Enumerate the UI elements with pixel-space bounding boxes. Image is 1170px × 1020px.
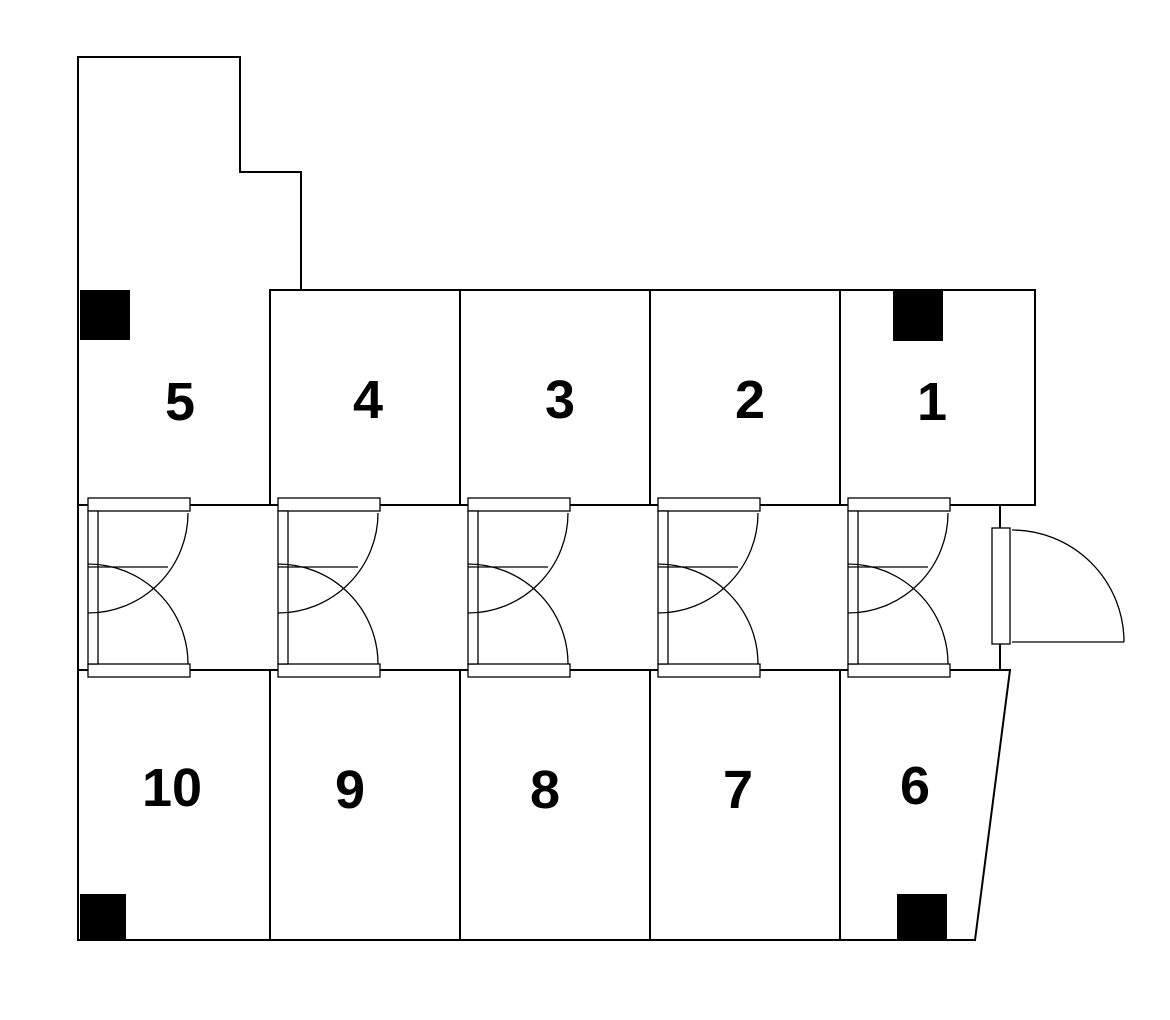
door-jamb xyxy=(467,510,479,665)
room-label-10: 10 xyxy=(142,758,202,818)
door-swing-arc-bottom xyxy=(277,563,379,665)
door-frame-bottom xyxy=(87,663,191,678)
doors-rooms-2-7 xyxy=(657,497,761,678)
door-frame-bottom xyxy=(467,663,571,678)
room-dividers-bottom-row xyxy=(269,669,841,941)
room-label-4: 4 xyxy=(353,370,383,430)
door-swing-arc-bottom xyxy=(87,563,189,665)
door-swing-arc-bottom xyxy=(467,563,569,665)
doors-rooms-3-8 xyxy=(467,497,571,678)
door-swing-arc-bottom xyxy=(657,563,759,665)
door-swing-arc-top xyxy=(277,512,379,614)
door-frame-top xyxy=(657,497,761,512)
door-swing-arc-top xyxy=(657,512,759,614)
corridor-walls xyxy=(77,504,1036,671)
entrance-swing-arc xyxy=(1011,529,1125,643)
room-label-3: 3 xyxy=(545,370,575,430)
door-frame-top xyxy=(87,497,191,512)
entrance-door xyxy=(991,527,1125,645)
entrance-door-panel xyxy=(991,527,1011,645)
column-room-6 xyxy=(897,894,947,940)
door-frame-bottom xyxy=(277,663,381,678)
door-frame-bottom xyxy=(657,663,761,678)
door-swing-arc-top xyxy=(467,512,569,614)
room-labels: 5 4 3 2 1 10 9 8 7 6 xyxy=(142,370,947,820)
door-frame-top xyxy=(277,497,381,512)
door-jamb xyxy=(87,510,99,665)
column-room-10 xyxy=(80,894,126,940)
door-swing-arc-top xyxy=(847,512,949,614)
door-frame-bottom xyxy=(847,663,951,678)
door-jamb xyxy=(847,510,859,665)
room-label-6: 6 xyxy=(900,756,930,816)
structural-columns xyxy=(80,290,947,940)
room-label-8: 8 xyxy=(530,760,560,820)
room-label-7: 7 xyxy=(723,760,753,820)
doors-rooms-1-6 xyxy=(847,497,951,678)
door-jamb xyxy=(657,510,669,665)
room-label-1: 1 xyxy=(917,372,947,432)
wall-extension-room-5 xyxy=(77,56,302,291)
door-frame-top xyxy=(467,497,571,512)
door-swing-arc-bottom xyxy=(847,563,949,665)
column-room-5 xyxy=(80,290,130,340)
outer-walls xyxy=(77,56,1036,942)
column-room-1 xyxy=(893,291,943,341)
room-label-9: 9 xyxy=(335,760,365,820)
door-jamb xyxy=(277,510,289,665)
doors-rooms-5-10 xyxy=(87,497,191,678)
door-swing-arc-top xyxy=(87,512,189,614)
room-dividers-top-row xyxy=(269,289,841,506)
doors-rooms-4-9 xyxy=(277,497,381,678)
room-label-2: 2 xyxy=(735,370,765,430)
wall-right-slanted xyxy=(973,668,1012,942)
door-frame-top xyxy=(847,497,951,512)
room-label-5: 5 xyxy=(165,372,195,432)
